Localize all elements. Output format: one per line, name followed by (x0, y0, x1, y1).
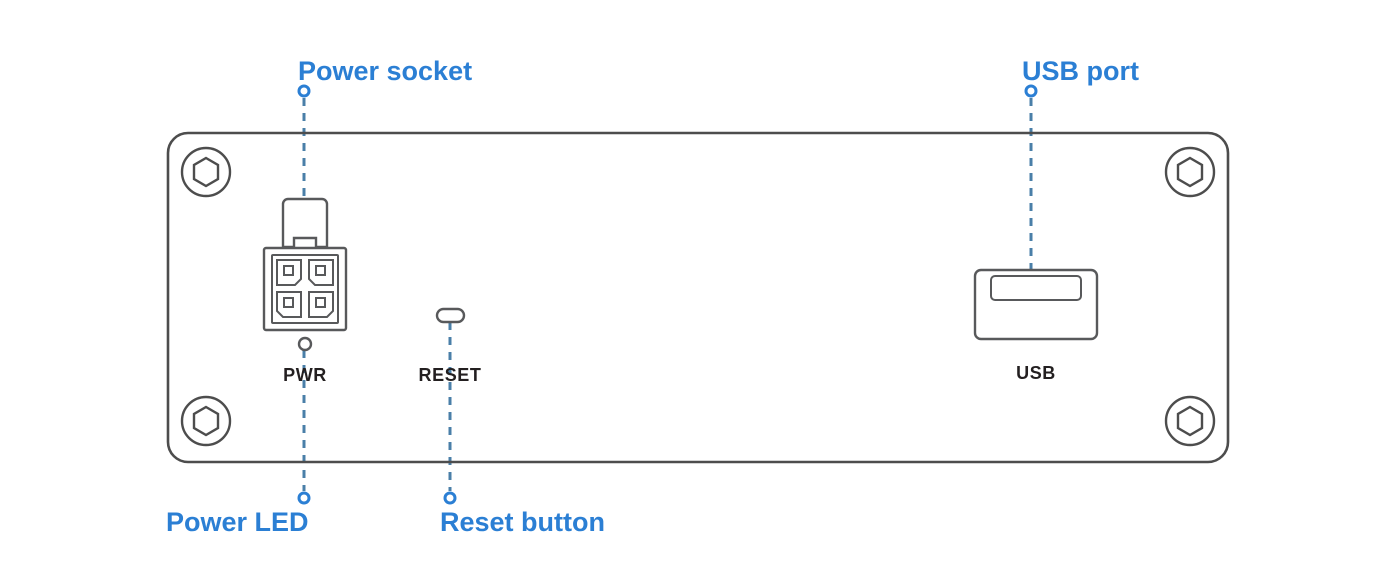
power-socket-pin-2-contact (315, 265, 326, 276)
callout-label-power-socket[interactable]: Power socket (298, 56, 472, 86)
callout-label-power-led[interactable]: Power LED (166, 507, 309, 537)
callout-labels-group: Power socket USB port Power LED Reset bu… (166, 56, 1139, 537)
reset-button-hole[interactable]: RESET (418, 307, 481, 385)
screw-top-right (1164, 146, 1216, 198)
reset-label: RESET (418, 365, 481, 385)
power-socket-pin-1-contact (283, 265, 294, 276)
screw-bottom-left (180, 395, 232, 447)
screw-hex-socket (192, 156, 220, 188)
callout-dot-power-led[interactable] (297, 491, 311, 505)
screw-hex-socket (192, 405, 220, 437)
power-socket-pin-4-contact (315, 297, 326, 308)
callout-dot-power-socket[interactable] (297, 84, 311, 98)
power-socket-latch (281, 197, 329, 249)
panel-outline (166, 131, 1230, 464)
callout-dot-reset-button[interactable] (443, 491, 457, 505)
screw-top-left (180, 146, 232, 198)
screw-hex-socket (1176, 405, 1204, 437)
device-panel (166, 131, 1230, 464)
reset-button-pill (435, 307, 466, 324)
power-led-indicator: PWR (283, 336, 327, 385)
usb-a-port[interactable]: USB (973, 268, 1099, 383)
callout-dot-usb-port[interactable] (1024, 84, 1038, 98)
screw-bottom-right (1164, 395, 1216, 447)
power-led-hole (297, 336, 313, 352)
pwr-label: PWR (283, 365, 327, 385)
usb-port-inner-tongue (990, 275, 1082, 301)
callout-dots-group (297, 84, 1038, 505)
screw-hex-socket (1176, 156, 1204, 188)
callout-label-reset-button[interactable]: Reset button (440, 507, 605, 537)
power-socket-connector[interactable] (262, 197, 348, 332)
power-socket-pin-3-contact (283, 297, 294, 308)
lead-lines-group (302, 98, 1033, 491)
callout-label-usb-port[interactable]: USB port (1022, 56, 1139, 86)
usb-label: USB (1016, 363, 1056, 383)
